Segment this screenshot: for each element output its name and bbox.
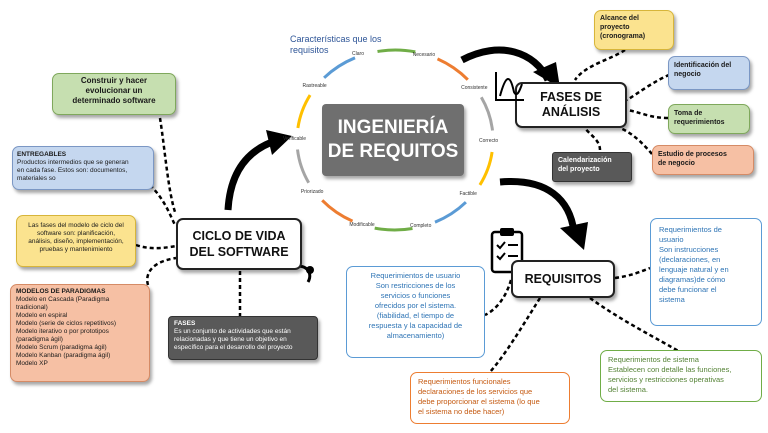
entregables-title: ENTREGABLES xyxy=(17,151,67,158)
dash-construir xyxy=(158,117,177,213)
paradigma-item: Modelo (serie de ciclos repetitivos) xyxy=(16,320,117,327)
req-usuario-right-title: Requerimientos de usuario xyxy=(659,225,722,244)
alcance-text: Alcance del proyecto (cronograma) xyxy=(600,15,646,40)
cycle-item: Claro xyxy=(352,51,364,58)
req-usuario-left-text: Requerimientos de usuario Son restriccio… xyxy=(368,271,463,340)
cycle-arrow xyxy=(434,201,467,224)
cycle-arrow xyxy=(436,57,469,81)
req-usuario-right-box: Requerimientos de usuario Son instruccio… xyxy=(650,218,762,326)
requisitos-text: REQUISITOS xyxy=(524,272,602,286)
dash-alcance xyxy=(573,48,626,81)
fases-box: FASES Es un conjunto de actividades que … xyxy=(168,316,318,360)
cycle-arrow xyxy=(374,226,413,232)
construir-text: Construir y hacer evolucionar un determi… xyxy=(72,76,156,105)
cycle-item: Priorizado xyxy=(300,188,324,195)
cycle-item: Modificable xyxy=(349,222,375,229)
fases-text: Es un conjunto de actividades que están … xyxy=(174,328,293,351)
req-usuario-right-text: Son instrucciones (declaraciones, en len… xyxy=(659,245,729,304)
fases-title: FASES xyxy=(174,320,196,327)
dash-estudio xyxy=(619,126,653,155)
cycle-arrow xyxy=(296,149,311,184)
req-funcionales-box: Requerimientos funcionales declaraciones… xyxy=(410,372,570,424)
identificacion-box: Identificación del negocio xyxy=(668,56,750,90)
cycle-item: Rastreable xyxy=(302,83,327,90)
paradigma-item: Modelo Kanban (paradigma ágil) xyxy=(16,352,111,359)
arrow-to-central xyxy=(224,136,280,211)
req-usuario-left-box: Requerimientos de usuario Son restriccio… xyxy=(346,266,485,358)
dash-req-funcionales xyxy=(489,297,542,373)
dash-toma xyxy=(626,108,669,120)
paradigma-item: (paradigma ágil) xyxy=(16,336,63,343)
dash-req-right xyxy=(614,266,651,280)
cycle-item: Correcto xyxy=(478,138,499,145)
arrow-to-requisitos xyxy=(499,178,578,233)
central-title-text: INGENIERÍA DE REQUITOS xyxy=(327,117,459,162)
paradigma-item: Modelo en espiral xyxy=(16,312,68,319)
cycle-title: Características que los requisitos xyxy=(290,34,382,55)
dash-entregables xyxy=(149,184,177,226)
paradigma-item: Modelo iterativo o por prototipos xyxy=(16,328,109,335)
cycle-arrow xyxy=(377,48,416,54)
cycle-item: Factible xyxy=(459,190,477,197)
paradigma-item: Modelo XP xyxy=(16,360,48,367)
paradigmas-title: MODELOS DE PARADIGMAS xyxy=(16,288,106,295)
req-funcionales-text: Requerimientos funcionales declaraciones… xyxy=(418,377,540,416)
fases-analisis-text: FASES DE ANÁLISIS xyxy=(540,90,602,119)
arrow-to-central-head xyxy=(266,130,292,155)
dash-paradigmas xyxy=(146,256,177,286)
fases-analisis-title: FASES DE ANÁLISIS xyxy=(515,82,627,128)
paradigmas-box: MODELOS DE PARADIGMAS Modelo en Cascada … xyxy=(10,284,150,382)
requisitos-title: REQUISITOS xyxy=(511,260,615,298)
paradigma-item: Modelo Scrum (paradigma ágil) xyxy=(16,344,107,351)
arrow-to-fases-head xyxy=(533,62,560,88)
calendarizacion-box: Calendarización del proyecto xyxy=(552,152,632,182)
toma-box: Toma de requerimientos xyxy=(668,104,750,134)
construir-box: Construir y hacer evolucionar un determi… xyxy=(52,73,176,115)
cycle-arrows xyxy=(296,48,494,232)
cycle-item: Completo xyxy=(409,222,432,229)
calendarizacion-text: Calendarización del proyecto xyxy=(558,157,612,173)
fases-modelo-box: Las fases del modelo de ciclo del softwa… xyxy=(16,215,136,267)
estudio-text: Estudio de procesos de negocio xyxy=(658,151,727,167)
entregables-text: Productos intermedios que se generan en … xyxy=(17,159,129,182)
cycle-arrow xyxy=(296,94,312,129)
fases-modelo-text: Las fases del modelo de ciclo del softwa… xyxy=(28,222,124,253)
dash-identificacion xyxy=(626,70,677,102)
dash-calendarizacion xyxy=(583,127,602,151)
cycle-item: Consistente xyxy=(461,85,488,92)
ciclo-title-text: CICLO DE VIDA DEL SOFTWARE xyxy=(189,229,289,259)
cycle-item: Verificable xyxy=(283,135,307,142)
cycle-arrow xyxy=(478,151,494,186)
dash-req-left xyxy=(484,279,513,317)
cycle-arrow xyxy=(321,199,354,223)
alcance-box: Alcance del proyecto (cronograma) xyxy=(594,10,674,50)
paradigma-item: tradicional) xyxy=(16,304,48,311)
entregables-box: ENTREGABLES Productos intermedios que se… xyxy=(12,146,154,190)
cycle-arrow xyxy=(323,56,356,79)
estudio-box: Estudio de procesos de negocio xyxy=(652,145,754,175)
cycle-arrow xyxy=(479,96,494,131)
central-title: INGENIERÍA DE REQUITOS xyxy=(322,104,464,176)
req-sistema-text: Requerimientos de sistema Establecen con… xyxy=(608,355,732,394)
paradigma-item: Modelo en Cascada (Paradigma xyxy=(16,296,110,303)
dash-fases-modelo xyxy=(135,243,177,250)
chart-icon xyxy=(495,72,524,101)
identificacion-text: Identificación del negocio xyxy=(674,62,732,78)
arrow-to-requisitos-head xyxy=(560,222,588,250)
dash-req-sistema xyxy=(589,296,681,354)
cycle-item: Necesario xyxy=(412,51,436,58)
ciclo-title: CICLO DE VIDA DEL SOFTWARE xyxy=(176,218,302,270)
req-sistema-box: Requerimientos de sistema Establecen con… xyxy=(600,350,762,402)
toma-text: Toma de requerimientos xyxy=(674,110,725,126)
